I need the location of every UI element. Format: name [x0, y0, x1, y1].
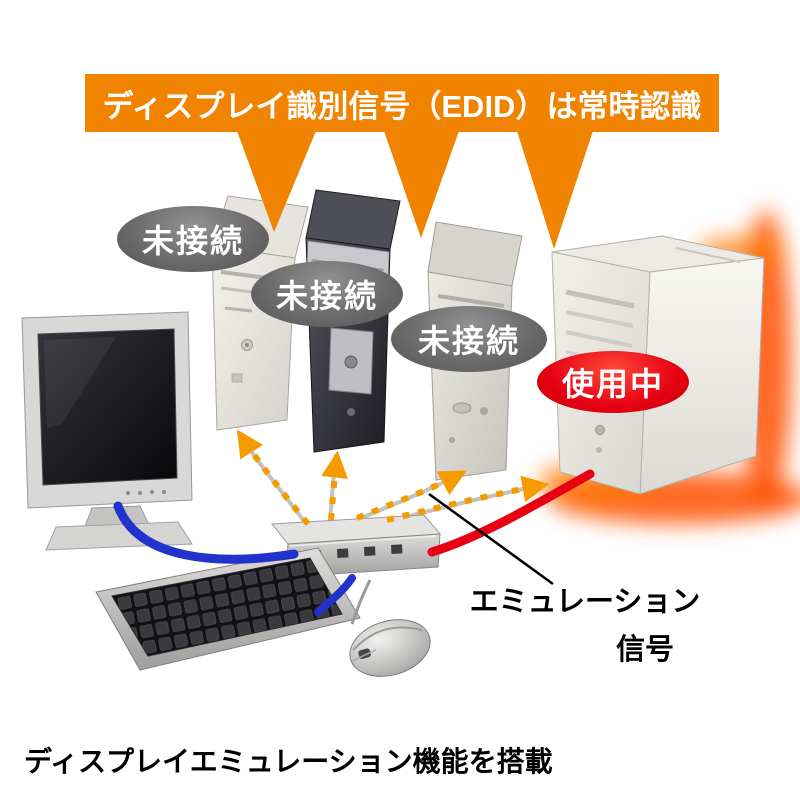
- edid-arrow-to-pc2: [321, 450, 349, 521]
- mouse-cable: [350, 579, 372, 625]
- pc4-power-button: [595, 425, 605, 435]
- banner-arrow-2: [384, 131, 459, 238]
- status-badge-pc2: 未接続: [251, 261, 403, 327]
- kvm-port-button-3: [363, 546, 376, 556]
- status-badge-pc4: 使用中: [537, 351, 689, 413]
- status-badge-pc1: 未接続: [117, 206, 269, 272]
- edid-arrow-to-pc1: [237, 429, 311, 526]
- status-badge-pc3-label: 未接続: [417, 323, 520, 359]
- keyboard-keys: [111, 557, 343, 657]
- monitor: [21, 311, 193, 551]
- kvm-port-button-4: [391, 544, 403, 554]
- feature-caption: ディスプレイエミュレーション機能を搭載: [24, 746, 553, 777]
- status-badge-pc1-label: 未接続: [141, 223, 244, 259]
- emulation-pointer-line: [428, 492, 554, 586]
- kvm-port-button-2: [337, 548, 349, 558]
- status-badge-pc2-label: 未接続: [275, 278, 378, 314]
- emulation-signal-label-line2: 信号: [615, 634, 674, 666]
- banner-arrow-3: [517, 131, 593, 249]
- banner-arrows: [237, 131, 593, 249]
- monitor-screen: [37, 328, 178, 486]
- edid-arrow-to-pc4: [386, 475, 550, 523]
- keyboard-cable-blue: [314, 574, 356, 616]
- edid-banner: ディスプレイ識別信号（EDID）は常時認識: [85, 74, 719, 132]
- status-badge-pc4-label: 使用中: [561, 366, 664, 402]
- emulation-cable-red: [427, 469, 595, 557]
- pc-tower-4: [551, 235, 765, 495]
- pc2-power-button: [344, 355, 358, 369]
- monitor-stand-base: [45, 521, 193, 551]
- edid-signal-arrows: [237, 429, 550, 526]
- monitor-cable-blue: [113, 501, 299, 564]
- emulation-signal-label-line1: エミュレーション: [469, 586, 701, 618]
- banner-arrow-1: [237, 131, 316, 232]
- emulation-signal-label: エミュレーション 信号: [462, 578, 708, 668]
- edid-banner-text: ディスプレイ識別信号（EDID）は常時認識: [102, 88, 702, 124]
- status-badge-pc3: 未接続: [391, 306, 547, 372]
- keyboard: [95, 547, 361, 671]
- mouse: [349, 619, 431, 677]
- pc3-power-button: [452, 402, 472, 414]
- cables: [113, 469, 595, 625]
